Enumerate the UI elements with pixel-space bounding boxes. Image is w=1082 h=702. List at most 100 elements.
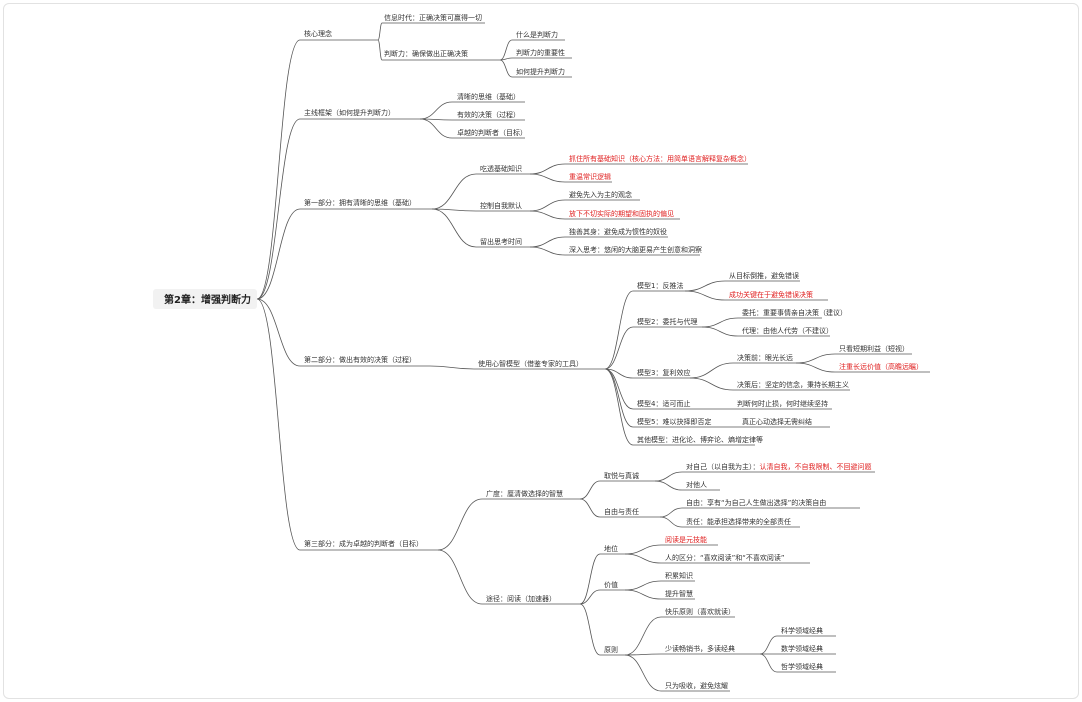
connector	[529, 199, 640, 212]
node-proxy[interactable]: 代理：由他人代劳（不建议）	[742, 326, 833, 335]
node-please-vs-sincere[interactable]: 取悦与真诚	[604, 471, 639, 480]
connector	[377, 39, 500, 61]
node-breadth[interactable]: 广度：厘清做选择的智慧	[486, 489, 563, 498]
node-mental-models[interactable]: 使用心智模型（借鉴专家的工具）	[478, 359, 583, 368]
node-before-decision[interactable]: 决策前：眼光长远	[737, 353, 793, 362]
root-node[interactable]: 第2章：增强判断力	[164, 293, 251, 306]
node-model-4[interactable]: 模型4：适可而止	[637, 399, 690, 408]
node-how-to-improve[interactable]: 如何提升判断力	[516, 67, 565, 76]
connector	[579, 498, 660, 518]
node-avoid-preconception[interactable]: 避免先入为主的观念	[569, 190, 632, 199]
node-control-defaults[interactable]: 控制自我默认	[480, 201, 522, 210]
connector	[795, 362, 930, 373]
connector	[759, 653, 836, 673]
connector	[256, 208, 432, 300]
node-drop-bias[interactable]: 放下不切实际的期望和固执的偏见	[569, 209, 674, 218]
node-value[interactable]: 价值	[604, 580, 618, 589]
node-importance-of-judgment[interactable]: 判断力的重要性	[516, 48, 565, 57]
connector	[256, 298, 430, 367]
canvas-frame	[3, 3, 1079, 699]
connector	[654, 480, 720, 491]
node-avoid-mistakes[interactable]: 成功关键在于避免错误决策	[729, 290, 813, 299]
connector	[579, 553, 625, 605]
node-effective-decision[interactable]: 有效的决策（过程）	[457, 110, 520, 119]
node-meta-skill[interactable]: 阅读是元技能	[665, 535, 707, 544]
node-stop-loss[interactable]: 判断何时止损，何时继续坚持	[737, 399, 828, 408]
node-part-three[interactable]: 第三部分：成为卓越的判断者（目标）	[304, 539, 423, 548]
connector	[377, 22, 485, 41]
node-core-idea[interactable]: 核心理念	[304, 29, 332, 38]
connector	[624, 654, 730, 692]
connector	[604, 368, 690, 379]
connector	[604, 290, 685, 370]
node-delegate[interactable]: 委托：重要事情亲自决策（建议）	[742, 308, 847, 317]
node-to-self[interactable]: 对自己（以自我为主）：认清自我，不自我限制、不回避问题	[686, 462, 872, 471]
node-reverse-goal[interactable]: 从目标倒推，避免错误	[729, 271, 799, 280]
node-model-2[interactable]: 模型2：委托与代理	[637, 317, 697, 326]
node-model-1[interactable]: 模型1：反推法	[637, 281, 683, 290]
connector	[529, 163, 748, 175]
node-part-two[interactable]: 第二部分：做出有效的决策（过程）	[304, 355, 416, 364]
connector	[431, 208, 530, 212]
node-improve-wisdom[interactable]: 提升智慧	[665, 589, 693, 598]
connector	[604, 326, 702, 370]
node-solitude[interactable]: 独善其身：避免成为惯性的奴役	[569, 227, 667, 236]
connector	[624, 580, 695, 591]
node-science-classics[interactable]: 科学领域经典	[781, 626, 823, 635]
connector	[429, 365, 605, 370]
connector	[579, 603, 625, 656]
connector	[437, 549, 580, 605]
connector	[689, 362, 796, 379]
connector	[624, 589, 695, 600]
connector	[419, 118, 525, 121]
node-people-distinction[interactable]: 人的区分：“喜欢阅读”和“不喜欢阅读”	[665, 553, 785, 562]
node-model-5[interactable]: 模型5：难以抉择即否定	[637, 417, 711, 426]
node-absorb-only[interactable]: 只为吸收，避免炫耀	[665, 681, 728, 690]
node-model-3[interactable]: 模型3：复利效应	[637, 368, 690, 377]
node-short-term[interactable]: 只看短期利益（短视）	[839, 344, 909, 353]
node-deep-thinking[interactable]: 深入思考：悠闲的大脑更易产生创意和洞察	[569, 245, 702, 254]
node-freedom[interactable]: 自由：享有“为自己人生做出选择”的决策自由	[686, 498, 826, 507]
node-joy-principle[interactable]: 快乐原则（喜欢就读）	[665, 607, 735, 616]
node-responsibility[interactable]: 责任：能承担选择带来的全部责任	[686, 517, 791, 526]
connector	[701, 326, 830, 337]
node-what-is-judgment[interactable]: 什么是判断力	[516, 30, 558, 39]
node-status[interactable]: 地位	[604, 544, 618, 553]
node-to-self-label: 对自己（以自我为主）：	[686, 462, 760, 471]
connector	[419, 101, 525, 120]
node-heart-choice[interactable]: 真正心动选择无需纠结	[742, 417, 812, 426]
connector	[499, 59, 572, 78]
node-other-models[interactable]: 其他模型：进化论、博弈论、熵增定律等	[637, 435, 763, 444]
connector	[684, 280, 800, 292]
node-freedom-responsibility[interactable]: 自由与责任	[604, 507, 639, 516]
node-grasp-basics[interactable]: 抓住所有基础知识（核心方法：用简单语言解释复杂概念）	[569, 154, 751, 163]
node-read-classics[interactable]: 少读畅销书，多读经典	[665, 644, 735, 653]
node-clear-thinking[interactable]: 清晰的思维（基础）	[457, 92, 520, 101]
node-accumulate-knowledge[interactable]: 积累知识	[665, 571, 693, 580]
connector	[529, 246, 700, 256]
connector	[604, 368, 690, 410]
node-long-term[interactable]: 注重长远价值（高瞻远瞩）	[839, 362, 923, 371]
node-master-basics[interactable]: 吃透基础知识	[480, 164, 522, 173]
node-excellent-judge[interactable]: 卓越的判断者（目标）	[457, 128, 527, 137]
connector	[701, 317, 822, 328]
node-reading-path[interactable]: 途径：阅读（加速器）	[486, 594, 556, 603]
node-main-framework[interactable]: 主线框架（如何提升判断力）	[304, 108, 395, 117]
node-part-one[interactable]: 第一部分：拥有清晰的思维（基础）	[304, 198, 416, 207]
connector	[579, 480, 655, 500]
connector	[759, 635, 836, 655]
connector	[624, 653, 760, 656]
node-common-sense[interactable]: 重温常识逻辑	[569, 172, 611, 181]
node-to-others[interactable]: 对他人	[686, 480, 707, 489]
node-judgment-definition[interactable]: 判断力：确保做出正确决策	[384, 49, 468, 58]
node-info-age[interactable]: 信息时代：正确决策可赢得一切	[384, 13, 482, 22]
node-philosophy-classics[interactable]: 哲学领域经典	[781, 662, 823, 671]
node-thinking-time[interactable]: 留出思考时间	[480, 237, 522, 246]
node-after-decision[interactable]: 决策后：坚定的信念，秉持长期主义	[737, 380, 849, 389]
connector	[624, 553, 810, 564]
node-math-classics[interactable]: 数学领域经典	[781, 644, 823, 653]
connector	[499, 57, 572, 61]
connector	[529, 236, 668, 248]
node-principles[interactable]: 原则	[604, 646, 618, 654]
